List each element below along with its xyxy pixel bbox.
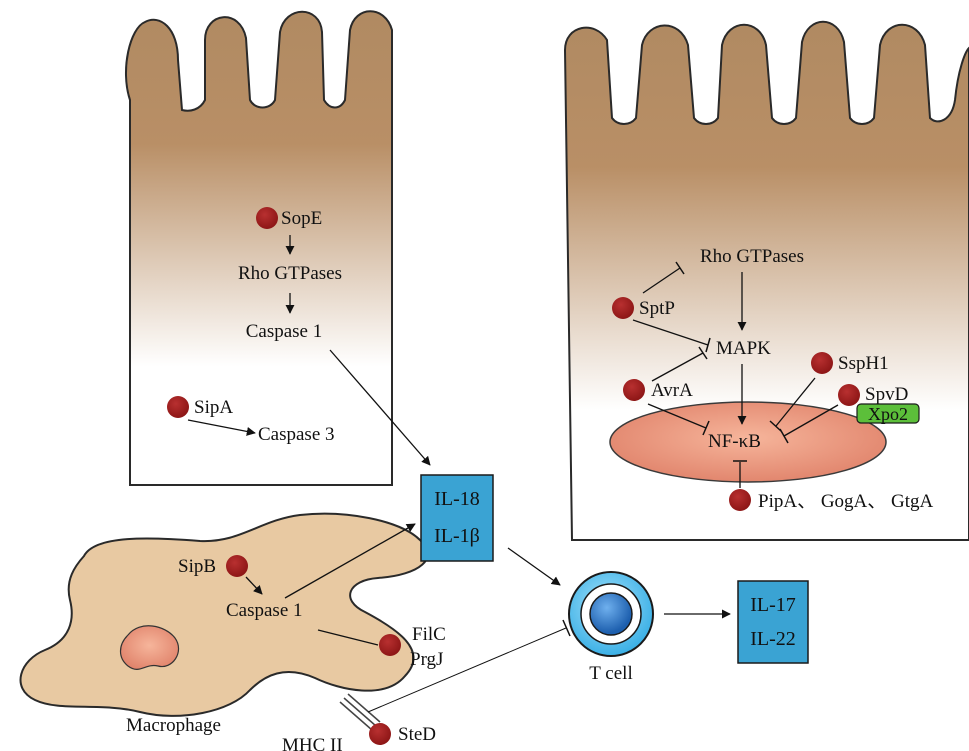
label-sope: SopE (281, 208, 322, 229)
arrow-cytokine-tcell (508, 548, 560, 585)
effector-dot-pipa (729, 489, 751, 511)
label-mac-casp1: Caspase 1 (226, 600, 303, 621)
label-spvd: SpvD (865, 384, 908, 405)
effector-dot-avra (623, 379, 645, 401)
label-sipa: SipA (194, 397, 233, 418)
tcell-nucleus (590, 593, 632, 635)
label-sted: SteD (398, 724, 436, 745)
macrophage-cell (21, 514, 428, 716)
mhc-receptor-line1 (340, 702, 372, 730)
label-xpo2: Xpo2 (868, 404, 908, 424)
effector-dot-sted (369, 723, 391, 745)
cytokine-il22: IL-22 (750, 628, 796, 650)
tcell-label: T cell (589, 663, 632, 684)
label-mapk: MAPK (716, 338, 771, 359)
label-casp3: Caspase 3 (258, 424, 335, 445)
label-pipa-goga-gtga: PipA、 GogA、 GtgA (758, 491, 934, 512)
label-sptp: SptP (639, 298, 675, 319)
cytokine-il1b: IL-1β (434, 525, 480, 547)
label-macrophage: Macrophage (126, 715, 221, 736)
label-filc: FilC (412, 624, 446, 645)
effector-dot-filc (379, 634, 401, 656)
mhc-receptor-line2 (344, 698, 376, 726)
label-ssph1: SspH1 (838, 353, 889, 374)
label-avra: AvrA (651, 380, 693, 401)
cytokine-il18: IL-18 (434, 488, 480, 510)
mhc-receptor-line3 (348, 694, 380, 722)
left-epithelial-cell (126, 11, 392, 485)
label-nfkb: NF-κB (708, 431, 761, 452)
label-right-rho: Rho GTPases (700, 246, 804, 267)
label-sipb: SipB (178, 556, 216, 577)
effector-dot-sptp (612, 297, 634, 319)
label-left-rho: Rho GTPases (238, 263, 342, 284)
effector-dot-sipb (226, 555, 248, 577)
label-prgj: PrgJ (410, 649, 443, 670)
effector-dot-sipa (167, 396, 189, 418)
effector-dot-sope (256, 207, 278, 229)
label-left-casp1: Caspase 1 (246, 321, 323, 342)
effector-dot-spvd (838, 384, 860, 406)
effector-dot-ssph1 (811, 352, 833, 374)
label-mhc: MHC II (282, 735, 343, 751)
cytokine-il17: IL-17 (750, 594, 796, 616)
